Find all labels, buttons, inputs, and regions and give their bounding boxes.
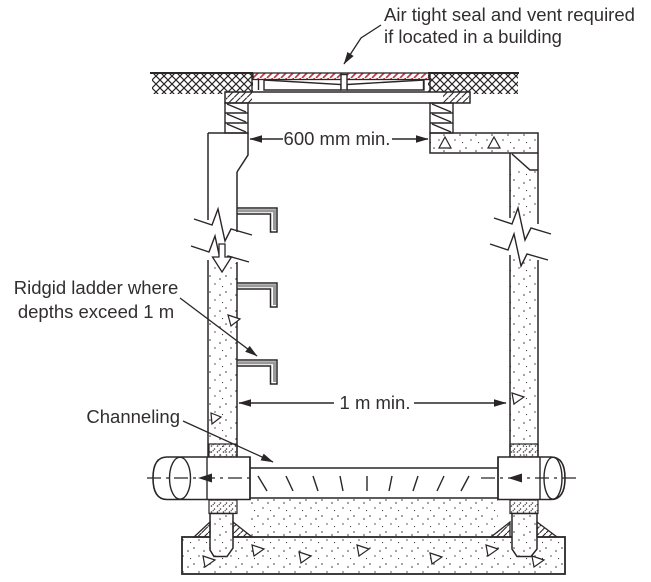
leader-ladder-note <box>179 297 258 357</box>
cover-frame-slab <box>224 91 471 104</box>
flow-centerline-left <box>147 473 252 483</box>
corbel-slab-right <box>429 132 539 154</box>
ladder-note-line1: Ridgid ladder where <box>13 277 179 298</box>
ground-hatch-left <box>150 72 253 94</box>
corbel-block-left <box>208 132 249 173</box>
wall-left <box>190 133 253 457</box>
ladder-rung <box>237 207 278 233</box>
ladder-rungs <box>237 207 278 385</box>
ladder-rung <box>237 359 278 385</box>
continuation-arrow-icon <box>211 243 233 274</box>
leader-channeling <box>182 420 274 463</box>
neck-rings-right <box>429 102 454 134</box>
break-symbol-right <box>489 205 552 269</box>
benching-fillets <box>192 520 559 538</box>
manhole-cover <box>251 73 431 92</box>
neck-rings-left <box>224 102 249 134</box>
wall-right <box>489 153 552 457</box>
leader-seal-note <box>343 24 382 65</box>
pipe-wall-seals <box>208 443 539 515</box>
channel <box>250 467 498 499</box>
wall-foot-right <box>511 512 538 558</box>
wall-foot-left <box>209 512 234 558</box>
base-slab <box>181 536 566 575</box>
ladder-rung <box>237 282 278 308</box>
dimension-1m-label: 1 m min. <box>339 392 411 413</box>
channeling-label: Channeling <box>86 406 180 427</box>
dimension-600mm-label: 600 mm min. <box>283 128 391 149</box>
seal-note-label: Air tight seal and vent required if loca… <box>384 4 635 47</box>
flow-centerline-right <box>481 473 578 483</box>
ladder-note-line2: depths exceed 1 m <box>17 301 175 322</box>
aggregate-symbols <box>202 135 546 569</box>
seal-note-line1: Air tight seal and vent required <box>384 4 635 25</box>
seal-note-line2: if located in a building <box>384 25 562 47</box>
ladder-note-label: Ridgid ladder where depths exceed 1 m <box>0 276 192 324</box>
ground-hatch-right <box>428 72 519 94</box>
benching-concrete <box>250 498 498 537</box>
